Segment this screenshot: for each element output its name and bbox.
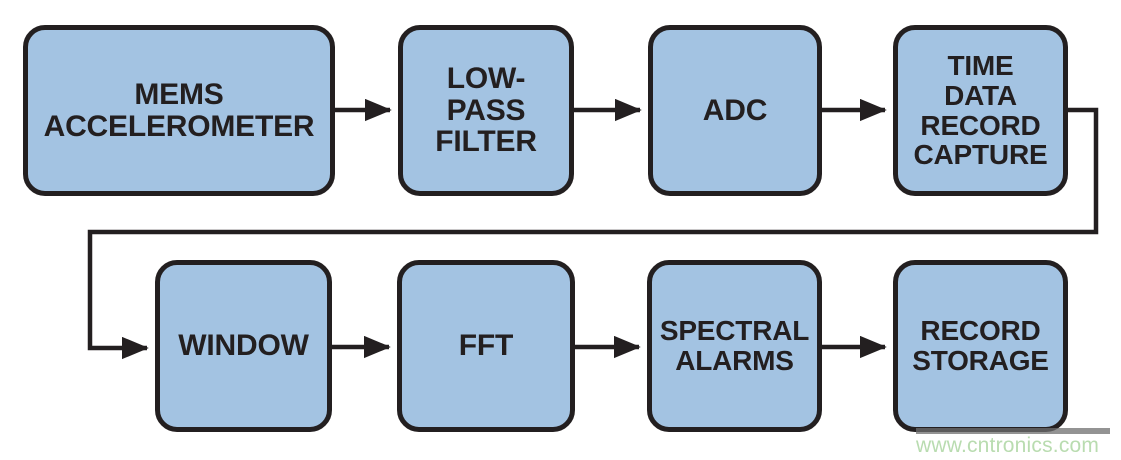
block-record-storage[interactable]: RECORD STORAGE xyxy=(893,260,1068,432)
watermark-text: www.cntronics.com xyxy=(916,434,1100,457)
block-time-data-record-capture[interactable]: TIME DATA RECORD CAPTURE xyxy=(893,25,1068,196)
block-fft[interactable]: FFT xyxy=(397,260,575,432)
connector-capture-to-window xyxy=(87,107,1099,360)
block-spectral-alarms[interactable]: SPECTRAL ALARMS xyxy=(647,260,822,432)
block-low-pass-filter[interactable]: LOW- PASS FILTER xyxy=(398,25,574,196)
block-adc[interactable]: ADC xyxy=(648,25,822,196)
watermark-bar xyxy=(916,428,1110,434)
block-window[interactable]: WINDOW xyxy=(155,260,332,432)
block-mems-accelerometer[interactable]: MEMS ACCELEROMETER xyxy=(23,25,335,196)
